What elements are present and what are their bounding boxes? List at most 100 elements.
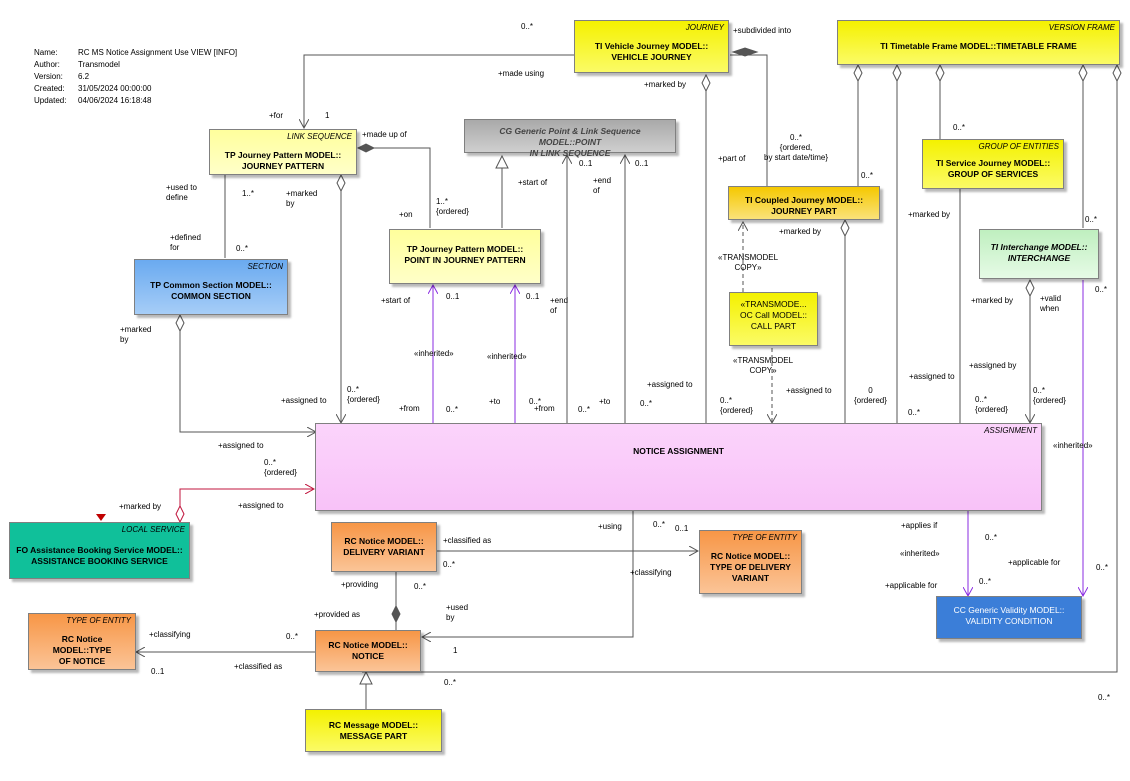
edge-label: +providing (341, 580, 379, 589)
interchange-name: TI Interchange MODEL:: INTERCHANGE (990, 242, 1088, 263)
edge-label: 0..1 (446, 292, 460, 301)
group-of-services-name: TI Service Journey MODEL:: GROUP OF SERV… (935, 158, 1051, 179)
edge-label: 0..* (521, 22, 534, 31)
edge-label: 0..1 (675, 524, 689, 533)
notice-box[interactable]: RC Notice MODEL:: NOTICE (315, 630, 421, 672)
delivery-variant-name: RC Notice MODEL:: DELIVERY VARIANT (343, 536, 425, 557)
edge-label: +applies if (901, 521, 938, 530)
stereotype-label: JOURNEY (685, 23, 724, 32)
type-of-notice-box[interactable]: TYPE OF ENTITY RC Notice MODEL::TYPE OF … (28, 613, 136, 670)
delivery-variant-box[interactable]: RC Notice MODEL:: DELIVERY VARIANT (331, 522, 437, 572)
edge-label: +assigned to (281, 396, 327, 405)
edge-label: +from (399, 404, 420, 413)
edge-label: +marked by (119, 502, 162, 511)
meta-created: 31/05/2024 00:00:00 (78, 84, 152, 93)
edge-label: 1 (453, 646, 458, 655)
meta-name: RC MS Notice Assignment Use VIEW [INFO] (78, 48, 238, 57)
journey-pattern-box[interactable]: LINK SEQUENCE TP Journey Pattern MODEL::… (209, 129, 357, 175)
edge-label: 0..* (1098, 693, 1111, 702)
message-part-box[interactable]: RC Message MODEL:: MESSAGE PART (305, 709, 442, 752)
edge-label: +start of (381, 296, 411, 305)
edge-label: +from (534, 404, 555, 413)
edge-label: +marked by (779, 227, 822, 236)
gen-triangle-pls (495, 154, 509, 169)
point-in-journey-pattern-name: TP Journey Pattern MODEL:: POINT IN JOUR… (404, 244, 526, 265)
gen-triangle-notice (359, 670, 373, 685)
warning-triangle-icon (96, 514, 106, 521)
edge-label: 0..* (1096, 563, 1109, 572)
stereotype-label: TYPE OF ENTITY (66, 616, 131, 625)
type-of-notice-name: RC Notice MODEL::TYPE OF NOTICE (52, 634, 112, 666)
edge-label: 0..* {ordered} (720, 396, 753, 415)
meta-updated-key: Updated: (34, 96, 67, 105)
interchange-box[interactable]: TI Interchange MODEL:: INTERCHANGE (979, 229, 1099, 279)
edge-label: 0..* (414, 582, 427, 591)
edge-label: «inherited» (1053, 441, 1093, 450)
timetable-frame-box[interactable]: VERSION FRAME TI Timetable Frame MODEL::… (837, 20, 1120, 65)
edge-label: «inherited» (900, 549, 940, 558)
diamond-tf5 (1112, 63, 1122, 83)
edge-label: +assigned to (647, 380, 693, 389)
edge-label: +marked by (120, 325, 152, 344)
point-link-sequence-name: CG Generic Point & Link Sequence MODEL::… (499, 126, 641, 158)
edge-label: 0..* (1085, 215, 1098, 224)
common-section-name: TP Common Section MODEL:: COMMON SECTION (150, 280, 272, 301)
assistance-booking-box[interactable]: LOCAL SERVICE FO Assistance Booking Serv… (9, 522, 190, 579)
edge-label: +classifying (630, 568, 672, 577)
journey-part-box[interactable]: TI Coupled Journey MODEL:: JOURNEY PART (728, 186, 880, 220)
edge-label: +provided as (314, 610, 361, 619)
common-section-box[interactable]: SECTION TP Common Section MODEL:: COMMON… (134, 259, 288, 315)
edge-cs-na (179, 315, 316, 432)
edge-label: 0..* (286, 632, 299, 641)
edge-label: «inherited» (414, 349, 454, 358)
edge-label: +assigned to (786, 386, 832, 395)
edge-label: +for (269, 111, 284, 120)
stereotype-label: VERSION FRAME (1048, 23, 1115, 32)
edge-label: +classifying (149, 630, 191, 639)
edge-label: +valid when (1040, 294, 1062, 313)
edge-label: 0..* (444, 678, 457, 687)
type-of-delivery-variant-box[interactable]: TYPE OF ENTITY RC Notice MODEL:: TYPE OF… (699, 530, 802, 594)
call-part-box[interactable]: «TRANSMODE... OC Call MODEL:: CALL PART (729, 292, 818, 346)
edge-label: +classified as (443, 536, 492, 545)
edge-vj-for-jp (304, 54, 575, 128)
edge-label: +start of (518, 178, 548, 187)
edge-label: 1 (325, 111, 330, 120)
call-part-name: «TRANSMODE... OC Call MODEL:: CALL PART (739, 299, 808, 331)
edge-label: +assigned to (218, 441, 264, 450)
edge-label: +applicable for (885, 581, 938, 590)
edge-label: +to (599, 397, 611, 406)
diamond-abs (175, 504, 185, 524)
group-of-services-box[interactable]: GROUP OF ENTITIES TI Service Journey MOD… (922, 139, 1064, 189)
meta-name-key: Name: (34, 48, 58, 57)
edge-label: 0..* {ordered} (347, 385, 380, 404)
edge-label: 0..* (1095, 285, 1108, 294)
diamond-vjm (701, 73, 711, 93)
edge-label: +subdivided into (733, 26, 792, 35)
validity-condition-box[interactable]: CC Generic Validity MODEL:: VALIDITY CON… (936, 596, 1082, 639)
vehicle-journey-name: TI Vehicle Journey MODEL:: VEHICLE JOURN… (594, 41, 709, 62)
edge-label: +classified as (234, 662, 283, 671)
edge-label: +part of (718, 154, 746, 163)
edge-label: 1..* {ordered} (436, 197, 469, 216)
meta-created-key: Created: (34, 84, 65, 93)
edge-tf-notice (362, 65, 1118, 673)
edge-label: 0..* (529, 397, 542, 406)
point-in-journey-pattern-box[interactable]: TP Journey Pattern MODEL:: POINT IN JOUR… (389, 229, 541, 284)
edge-label: «inherited» (487, 352, 527, 361)
edge-label: +on (399, 210, 413, 219)
edge-label: +using (598, 522, 622, 531)
edge-label: 0..* (653, 520, 666, 529)
notice-assignment-name: NOTICE ASSIGNMENT (633, 446, 724, 456)
notice-assignment-box[interactable]: ASSIGNMENT NOTICE ASSIGNMENT (315, 423, 1042, 511)
edge-label: «TRANSMODEL COPY» (718, 253, 779, 272)
stereotype-label: LINK SEQUENCE (287, 132, 352, 141)
stereotype-label: GROUP OF ENTITIES (978, 142, 1059, 151)
edge-label: 0..* {ordered} (975, 395, 1008, 414)
meta-author-key: Author: (34, 60, 60, 69)
diamond-jp-marked (336, 173, 346, 193)
point-link-sequence-box[interactable]: CG Generic Point & Link Sequence MODEL::… (464, 119, 676, 158)
edge-label: 0..* {ordered, by start date/time} (764, 133, 829, 162)
vehicle-journey-box[interactable]: JOURNEY TI Vehicle Journey MODEL:: VEHIC… (574, 20, 729, 73)
diamond-jpart (840, 218, 850, 238)
